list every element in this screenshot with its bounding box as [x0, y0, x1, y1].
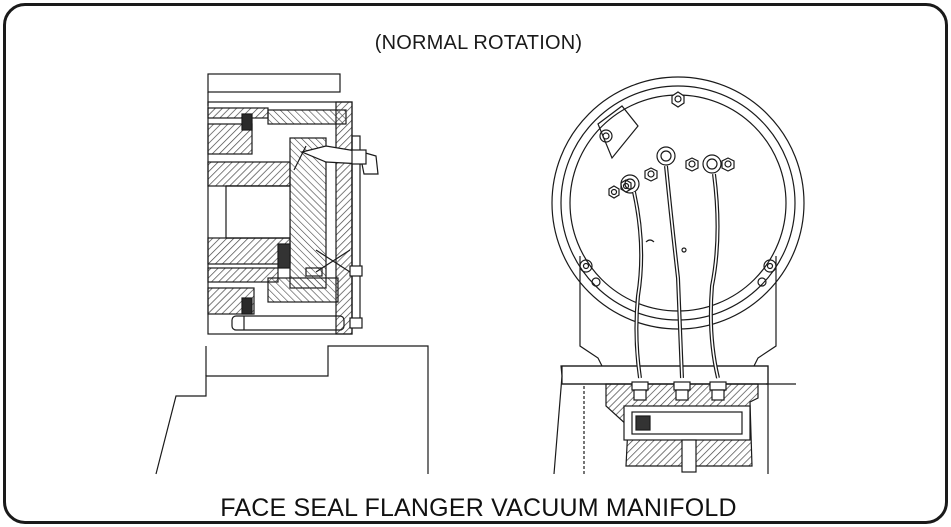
manifold-fittings	[631, 381, 727, 401]
clamp-plate	[597, 105, 639, 160]
outer-flange-circle	[551, 76, 805, 330]
vacuum-tube-2	[664, 165, 684, 379]
side-section-view	[155, 73, 429, 475]
top-caption: (NORMAL ROTATION)	[374, 32, 583, 54]
bottom-caption: FACE SEAL FLANGER VACUUM MANIFOLD	[220, 494, 737, 522]
base-outline	[553, 365, 769, 475]
rear-face-view	[551, 76, 805, 475]
technical-drawing	[155, 73, 805, 475]
lower-shaft	[231, 315, 345, 331]
top-cap	[207, 73, 341, 93]
diagram-frame: (NORMAL ROTATION)	[3, 3, 948, 524]
base-pedestal	[155, 345, 429, 475]
